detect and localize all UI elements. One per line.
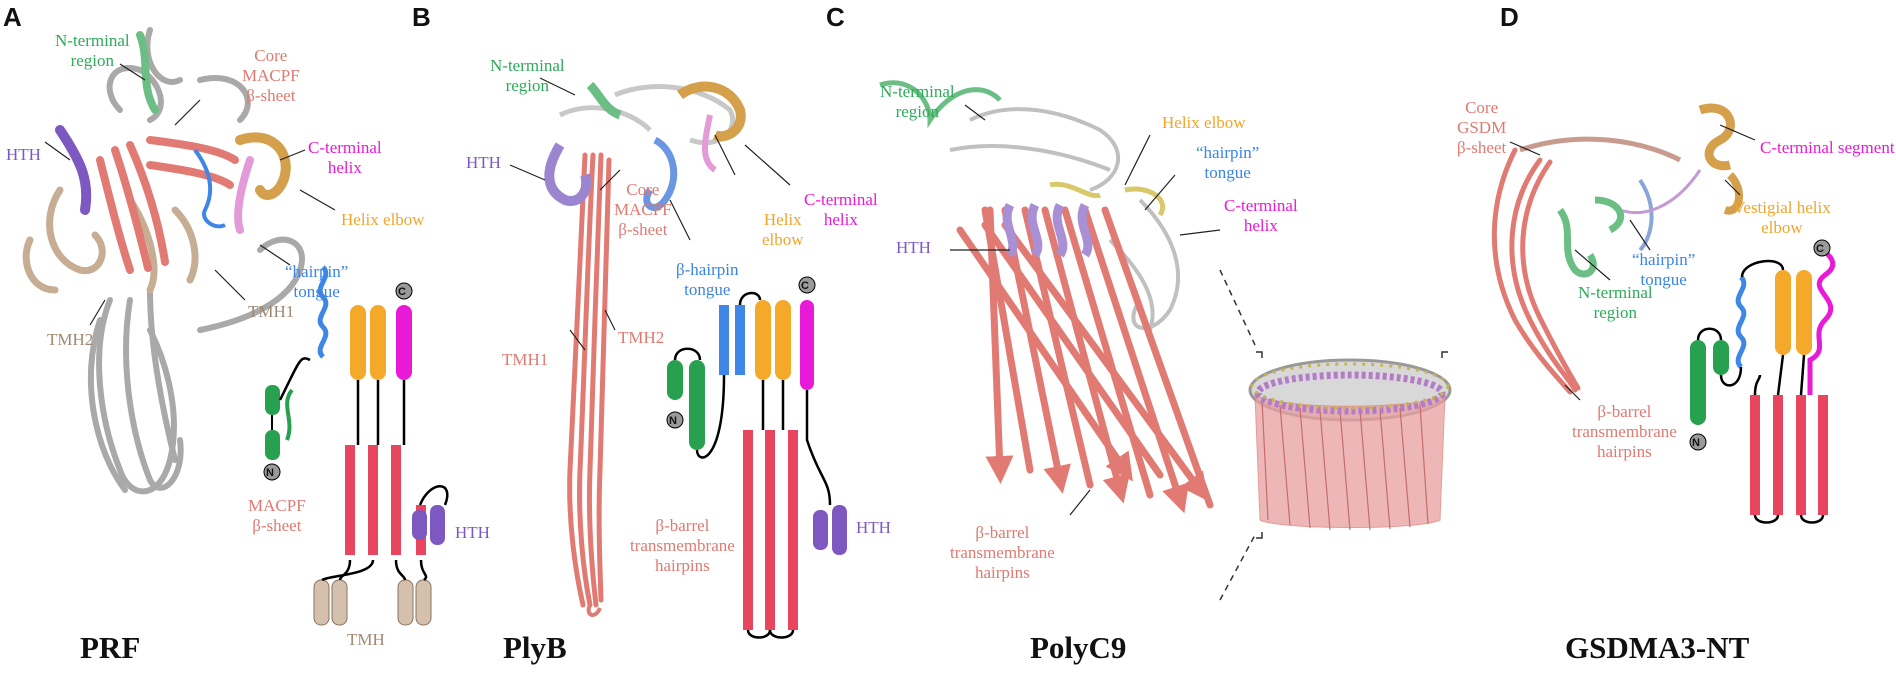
polyc9-structure xyxy=(879,80,1452,601)
panel-title-plyb: PlyB xyxy=(503,630,567,665)
plyb-label-hth-topo: HTH xyxy=(856,518,891,537)
prf-n-terminus-marker: N xyxy=(266,467,274,479)
prf-label-tmh2: TMH2 xyxy=(47,330,94,349)
panel-title-polyc9: PolyC9 xyxy=(1030,630,1127,665)
plyb-n-terminus-marker: N xyxy=(669,415,677,427)
plyb-c-terminus-marker: C xyxy=(801,280,809,292)
gsdma3-c-terminus-marker: C xyxy=(1816,243,1824,255)
prf-label-hairpin: “hairpin”tongue xyxy=(285,262,349,301)
gsdma3-label-hairpin: “hairpin”tongue xyxy=(1632,250,1696,289)
plyb-label-tmh1: TMH1 xyxy=(502,350,549,369)
prf-label-hth-topo: HTH xyxy=(455,523,490,542)
panel-letter-b: B xyxy=(412,2,431,32)
panel-letter-d: D xyxy=(1500,2,1519,32)
gsdma3-topology xyxy=(1689,239,1836,524)
polyc9-label-helix-elbow: Helix elbow xyxy=(1162,113,1246,132)
plyb-label-tmh2: TMH2 xyxy=(618,328,665,347)
prf-label-tmh1: TMH1 xyxy=(248,302,295,321)
prf-label-hth: HTH xyxy=(6,145,41,164)
plyb-topology xyxy=(666,276,847,639)
polyc9-label-hth: HTH xyxy=(896,238,931,257)
prf-label-helix-elbow: Helix elbow xyxy=(341,210,425,229)
prf-topology xyxy=(263,265,449,626)
plyb-label-hth: HTH xyxy=(466,153,501,172)
panel-title-prf: PRF xyxy=(80,630,141,665)
panel-letter-a: A xyxy=(3,2,22,32)
prf-c-terminus-marker: C xyxy=(398,286,406,298)
polyc9-label-hairpin: “hairpin”tongue xyxy=(1196,143,1260,182)
gsdma3-label-cterm-seg: C-terminal segment xyxy=(1760,138,1895,157)
panel-letter-c: C xyxy=(826,2,845,32)
plyb-structure xyxy=(509,77,791,617)
panel-title-gsdma3: GSDMA3-NT xyxy=(1565,630,1750,665)
prf-label-tmh-topo: TMH xyxy=(347,630,385,649)
gsdma3-n-terminus-marker: N xyxy=(1692,437,1700,449)
gsdma3-structure xyxy=(1491,103,1756,401)
prf-structure xyxy=(22,27,336,495)
